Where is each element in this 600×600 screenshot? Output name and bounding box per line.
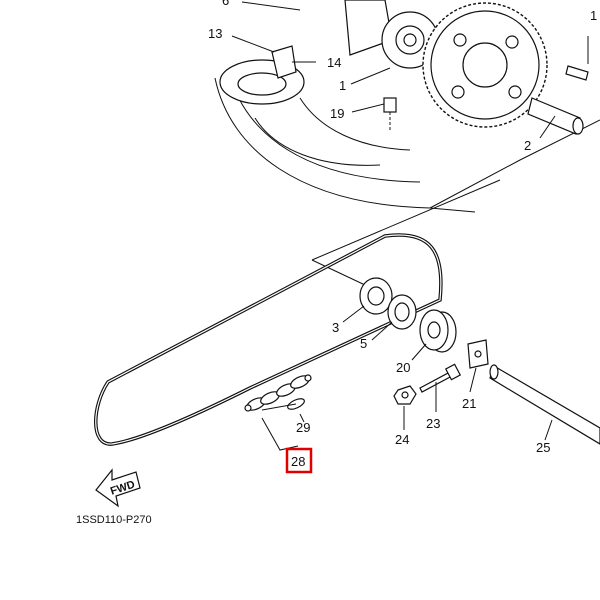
leader-lines-chain (261, 403, 305, 451)
diagram-caption: 1SSD110-P270 (76, 514, 152, 526)
callout-21[interactable]: 21 (462, 396, 476, 411)
bolt-top-right[interactable] (565, 65, 589, 81)
callout-29[interactable]: 29 (296, 420, 310, 435)
rear-sprocket[interactable] (422, 2, 548, 128)
axle-sleeve-part-2[interactable] (527, 97, 584, 135)
bolt-part-23[interactable] (419, 363, 462, 393)
callout-1b[interactable]: 1 (590, 8, 597, 23)
leader-lines-top (231, 1, 589, 139)
callouts: 6 13 14 1 19 1 2 3 5 20 21 23 24 25 29 (208, 0, 597, 455)
callout-23[interactable]: 23 (426, 416, 440, 431)
fwd-arrow-icon: FWD (95, 468, 141, 508)
spacer-part-5[interactable] (387, 294, 417, 330)
callout-24[interactable]: 24 (395, 432, 409, 447)
bearing-part-3[interactable] (359, 277, 393, 315)
callout-14[interactable]: 14 (327, 55, 341, 70)
leader-lines-lower (342, 305, 553, 441)
adjuster-plate-part-21[interactable] (467, 339, 489, 369)
bolt-part-19[interactable] (383, 97, 397, 130)
nut-part-24[interactable] (393, 385, 417, 405)
callout-1[interactable]: 1 (339, 78, 346, 93)
callout-13[interactable]: 13 (208, 26, 222, 41)
callout-28-highlighted[interactable]: 28 (285, 447, 313, 474)
callout-19[interactable]: 19 (330, 106, 344, 121)
callout-25[interactable]: 25 (536, 440, 550, 455)
callout-5[interactable]: 5 (360, 336, 367, 351)
collar-part-20[interactable] (419, 309, 457, 353)
chain-joint-part-28[interactable] (244, 373, 312, 413)
callout-20[interactable]: 20 (396, 360, 410, 375)
highlight-box (285, 447, 313, 474)
axle-part-25[interactable] (489, 364, 600, 445)
callout-3[interactable]: 3 (332, 320, 339, 335)
callout-28[interactable]: 28 (291, 454, 305, 469)
section-divider (311, 179, 501, 286)
callout-6[interactable]: 6 (222, 0, 229, 8)
drive-chain[interactable] (94, 233, 443, 446)
chain-guide-part-13[interactable] (219, 45, 305, 105)
callout-2[interactable]: 2 (524, 138, 531, 153)
